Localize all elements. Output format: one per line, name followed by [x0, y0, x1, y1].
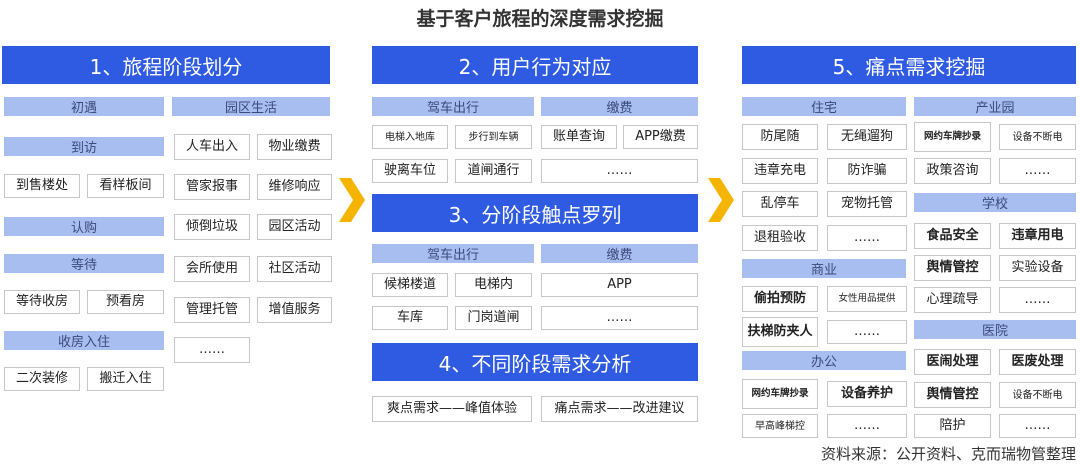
page-title: 基于客户旅程的深度需求挖掘: [416, 8, 664, 30]
pain-point-item: 退租验收: [742, 225, 818, 251]
stage-shoufang-ruzhu: 收房入住: [4, 331, 164, 350]
pain-point-item: 女性用品提供: [827, 286, 907, 312]
pain-point-item: 扶梯防夹人: [742, 317, 818, 347]
group-jiache-chuxing: 驾车出行: [372, 244, 534, 263]
pain-point-item: ……: [999, 158, 1076, 184]
category-xuexiao: 学校: [914, 193, 1076, 212]
demand-analysis-item: 痛点需求——改进建议: [541, 396, 698, 422]
cell-kan-yangbanjian: 看样板间: [87, 174, 164, 198]
stage-daofang: 到访: [4, 137, 164, 156]
pain-point-item: 宠物托管: [827, 191, 907, 217]
pain-point-item: 设备养护: [827, 381, 907, 407]
cell-erci-zhuangxiu: 二次装修: [4, 367, 80, 391]
pain-point-item: 违章用电: [999, 223, 1076, 249]
category-shangye: 商业: [742, 259, 906, 278]
life-item: 维修响应: [257, 174, 332, 200]
life-item: ……: [174, 337, 250, 363]
section4-header: 4、不同阶段需求分析: [372, 343, 698, 381]
life-item: 管理托管: [174, 297, 250, 323]
pain-point-item: 偷拍预防: [742, 286, 818, 312]
chevron-right-icon: [339, 178, 365, 222]
pain-point-item: 医闹处理: [914, 349, 991, 375]
pain-point-item: 无绳遛狗: [827, 124, 907, 150]
demand-analysis-item: 爽点需求——峰值体验: [372, 396, 532, 422]
cell-dengdai-shoufang: 等待收房: [4, 290, 80, 314]
life-item: 社区活动: [257, 256, 332, 282]
pain-point-item: 心理疏导: [914, 287, 991, 313]
pain-point-item: 网约车牌抄录: [742, 379, 818, 409]
pain-point-item: ……: [827, 320, 907, 344]
pain-point-item: 网约车牌抄录: [914, 122, 991, 152]
stage-dengdai: 等待: [4, 254, 164, 273]
stage-yuanqu-shenghuo: 园区生活: [172, 97, 330, 116]
group-jiache-chuxing: 驾车出行: [372, 97, 534, 116]
section2-header: 2、用户行为对应: [372, 46, 698, 84]
touchpoint-item: 电梯内: [455, 273, 532, 297]
touchpoint-item: APP: [541, 273, 698, 297]
life-item: 园区活动: [257, 214, 332, 240]
stage-chuyu: 初遇: [4, 97, 164, 116]
pain-point-item: 乱停车: [742, 191, 818, 217]
behavior-item: 电梯入地库: [372, 125, 448, 149]
touchpoint-item: 门岗道闸: [455, 306, 532, 330]
pain-point-item: 政策咨询: [914, 158, 991, 184]
category-yiyuan: 医院: [914, 320, 1076, 339]
pain-point-item: ……: [999, 287, 1076, 313]
group-jiaofei: 缴费: [541, 244, 698, 263]
category-zhuzhai: 住宅: [742, 97, 906, 116]
behavior-item: 账单查询: [541, 125, 617, 149]
stage-rengou: 认购: [4, 217, 164, 236]
category-bangong: 办公: [742, 351, 906, 370]
life-item: 管家报事: [174, 174, 250, 200]
pain-point-item: 陪护: [914, 414, 991, 438]
life-item: 物业缴费: [257, 134, 332, 160]
life-item: 倾倒垃圾: [174, 214, 250, 240]
touchpoint-item: 车库: [372, 306, 448, 330]
category-chanyeyuan: 产业园: [914, 97, 1076, 116]
pain-point-item: 医废处理: [999, 349, 1076, 375]
pain-point-item: 食品安全: [914, 223, 991, 249]
pain-point-item: 舆情管控: [914, 382, 991, 408]
pain-point-item: 舆情管控: [914, 255, 991, 281]
pain-point-item: ……: [827, 414, 907, 438]
cell-banqian-ruzhu: 搬迁入住: [87, 367, 164, 391]
life-item: 人车出入: [174, 134, 250, 160]
source-note: 资料来源：公开资料、克而瑞物管整理: [820, 445, 1076, 463]
life-item: 会所使用: [174, 256, 250, 282]
cell-yu-kanfang: 预看房: [87, 290, 164, 314]
behavior-item: APP缴费: [623, 125, 698, 149]
life-item: 增值服务: [257, 297, 332, 323]
pain-point-item: ……: [999, 414, 1076, 438]
pain-point-item: 防尾随: [742, 124, 818, 150]
section5-header: 5、痛点需求挖掘: [742, 46, 1076, 84]
behavior-item: 步行到车辆: [455, 125, 532, 149]
touchpoint-item: ……: [541, 306, 698, 330]
pain-point-item: 早高峰梯控: [742, 414, 818, 438]
behavior-item: 道闸通行: [455, 159, 532, 183]
pain-point-item: ……: [827, 225, 907, 251]
pain-point-item: 防诈骗: [827, 158, 907, 184]
pain-point-item: 实验设备: [999, 255, 1076, 281]
cell-dao-shouloushu: 到售楼处: [4, 174, 80, 198]
pain-point-item: 设备不断电: [999, 382, 1076, 408]
pain-point-item: 设备不断电: [999, 124, 1076, 150]
pain-point-item: 违章充电: [742, 158, 818, 184]
touchpoint-item: 候梯楼道: [372, 273, 448, 297]
chevron-right-icon: [708, 178, 734, 222]
section3-header: 3、分阶段触点罗列: [372, 194, 698, 232]
section1-header: 1、旅程阶段划分: [2, 46, 330, 84]
group-jiaofei: 缴费: [541, 97, 698, 116]
behavior-item: 驶离车位: [372, 159, 448, 183]
behavior-item: ……: [541, 159, 698, 183]
